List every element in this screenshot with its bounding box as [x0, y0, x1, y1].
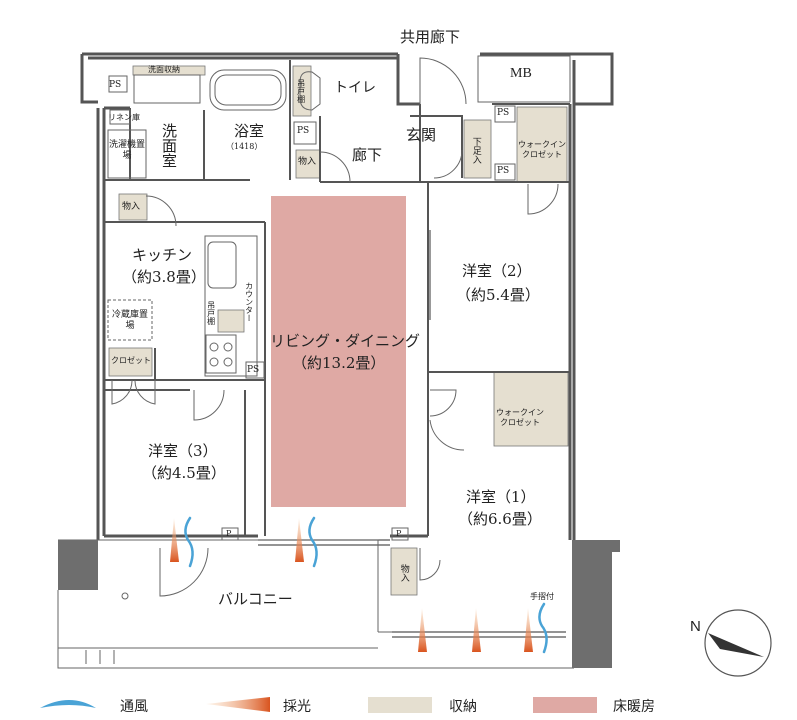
- walkin-closet-label-bottom: ウォークイン クロゼット: [496, 408, 544, 427]
- counter-label: カウンター: [244, 282, 254, 322]
- ps-label-entrance-top: PS: [497, 108, 510, 118]
- storage-swatch: [368, 697, 432, 713]
- legend-floor-heating-label: 床暖房: [613, 699, 655, 715]
- ps-label-washroom: PS: [109, 80, 122, 90]
- ps-label-hall: PS: [297, 126, 310, 136]
- washroom-label: 洗面室: [160, 122, 178, 168]
- storage-label-kitchen: 物入: [122, 202, 141, 212]
- doors: [111, 57, 559, 597]
- bathroom-label: 浴室: [234, 122, 265, 140]
- western-room-1-label: 洋室（1）: [466, 488, 536, 506]
- kitchen-label: キッチン: [132, 246, 193, 264]
- common-corridor-label: 共用廊下: [400, 28, 461, 46]
- washer-space-label: 洗濯機置場: [108, 140, 145, 161]
- north-compass: [704, 609, 772, 677]
- bathroom-size-label: （1418）: [226, 142, 263, 151]
- storage-label-western1: 物入: [398, 564, 409, 582]
- closet-label: クロゼット: [111, 356, 151, 365]
- walkin-closet-label-top: ウォークイン クロゼット: [518, 140, 566, 159]
- p-label-right: P: [396, 529, 402, 538]
- western-room-3-size-label: （約4.5畳）: [142, 464, 226, 482]
- handrail-label: 手摺付: [530, 592, 554, 601]
- fixtures: [107, 55, 571, 541]
- toilet-label: トイレ: [334, 80, 376, 96]
- open-shelf-label: 洗面収納: [148, 65, 180, 74]
- living-dining-label: リビング・ダイニング: [270, 332, 421, 350]
- ps-label-entrance-bottom: PS: [497, 166, 510, 176]
- pillars: [58, 540, 620, 668]
- shoe-cabinet-label: 下足入: [470, 136, 481, 164]
- wind-icon: [40, 700, 96, 708]
- storage-areas: [108, 65, 569, 596]
- p-label-left: P: [226, 529, 232, 538]
- hanging-shelf-kitchen-label: 吊戸棚: [206, 301, 216, 325]
- balcony-outline: [57, 539, 574, 669]
- western-room-2-label: 洋室（2）: [462, 262, 532, 280]
- western-room-2-size-label: （約5.4畳）: [456, 286, 540, 304]
- legend-storage-label: 収納: [449, 699, 477, 715]
- storage-label-hall: 物入: [298, 157, 317, 167]
- fridge-space-label: 冷蔵庫置場: [111, 310, 148, 331]
- sunlight-arrows: [170, 518, 533, 652]
- partitions: [104, 60, 570, 536]
- floor-heating-area: [271, 196, 406, 507]
- ps-label-kitchen: PS: [247, 365, 260, 375]
- hanging-shelf-toilet-label: 吊戸棚: [296, 79, 306, 103]
- hallway-label: 廊下: [352, 146, 383, 164]
- wind-arrows: [184, 516, 548, 654]
- floor-heating-swatch: [533, 697, 597, 713]
- western-room-3-label: 洋室（3）: [148, 442, 218, 460]
- linen-storage-label: リネン庫: [108, 113, 140, 122]
- kitchen-size-label: （約3.8畳）: [122, 268, 206, 286]
- sunlight-icon: [206, 697, 270, 712]
- legend-wind-label: 通風: [120, 699, 148, 715]
- living-dining-size-label: （約13.2畳）: [292, 354, 386, 372]
- north-label: N: [690, 618, 701, 635]
- balcony-label: バルコニー: [218, 590, 293, 608]
- entrance-label: 玄関: [406, 126, 437, 144]
- mb-label: MB: [510, 66, 532, 81]
- legend-sunlight-label: 採光: [283, 699, 311, 715]
- western-room-1-size-label: （約6.6畳）: [458, 510, 542, 528]
